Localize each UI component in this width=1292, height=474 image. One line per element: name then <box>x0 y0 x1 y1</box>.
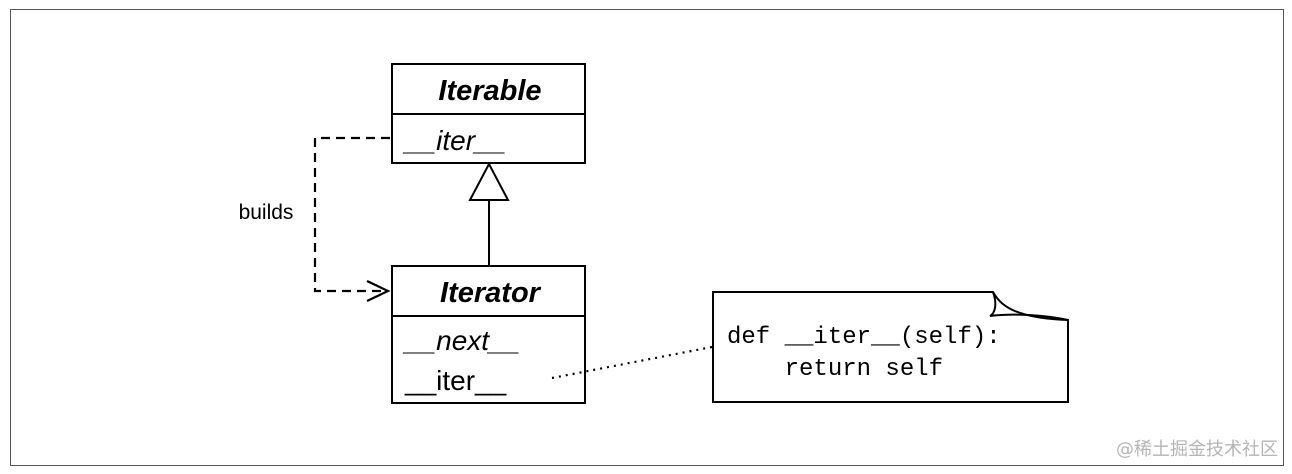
diagram-frame <box>10 9 1284 466</box>
iterable-class-name: Iterable <box>438 75 541 107</box>
iterator-class-name: Iterator <box>440 277 542 309</box>
iterator-next-method: __next__ <box>402 325 520 356</box>
builds-dependency-arrow <box>313 136 391 302</box>
code-note: def __iter__(self): return self <box>712 291 1069 403</box>
iterator-iter-method: __iter__ <box>404 365 507 396</box>
watermark: @稀土掘金技术社区 <box>1116 439 1278 460</box>
builds-label: builds <box>239 201 294 224</box>
note-code-line-1: def __iter__(self): <box>727 324 1001 351</box>
note-code-line-2: return self <box>727 356 943 383</box>
iterable-class-box: Iterable __iter__ <box>391 63 586 164</box>
iterator-class-box: Iterator __next__ __iter__ <box>391 265 586 404</box>
inheritance-arrow <box>468 161 510 266</box>
iterable-iter-method: __iter__ <box>402 125 506 156</box>
